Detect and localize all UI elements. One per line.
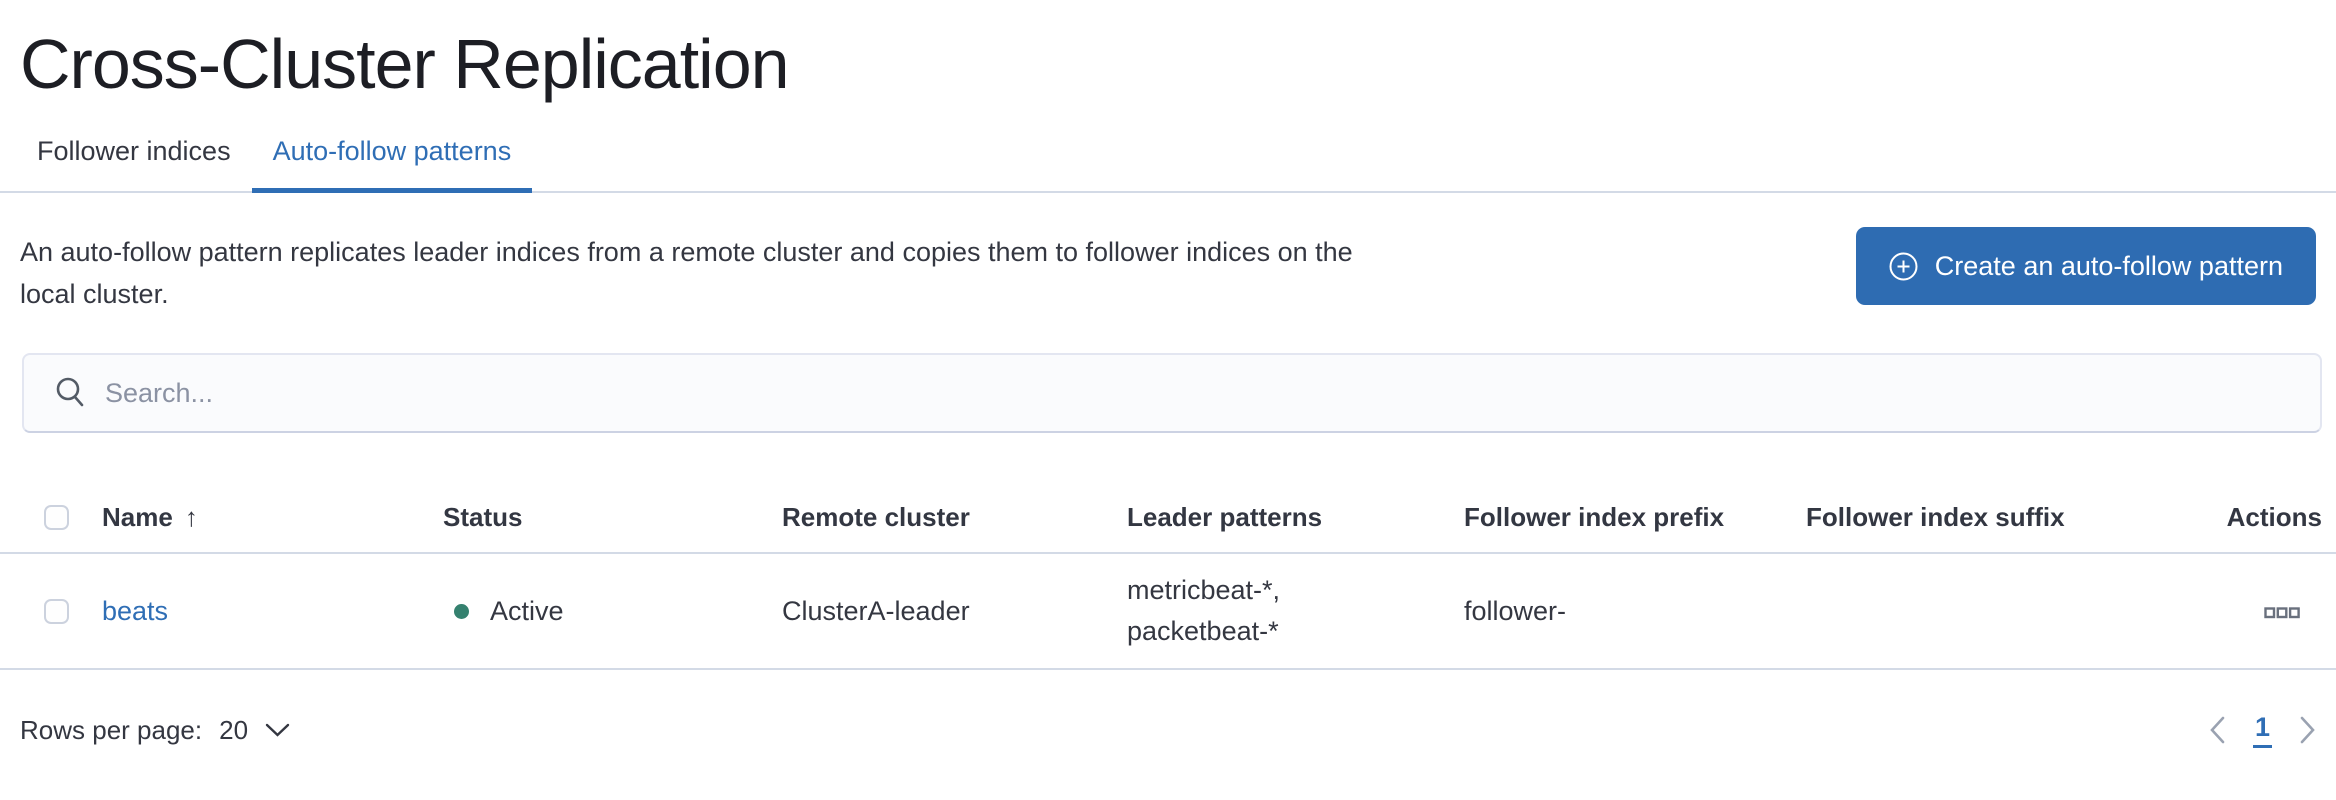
table-footer: Rows per page: 20 1: [0, 694, 2336, 766]
search-input[interactable]: [105, 355, 2320, 431]
select-all-checkbox[interactable]: [44, 505, 69, 530]
row-actions-cell: [2136, 596, 2336, 627]
plus-in-circle-icon: [1889, 252, 1918, 280]
tab-bar: Follower indices Auto-follow patterns: [0, 136, 2336, 193]
table-header-row: Name ↑ Status Remote cluster Leader patt…: [0, 483, 2336, 554]
all-actions-button[interactable]: [2264, 596, 2300, 627]
chevron-down-icon: [265, 723, 290, 737]
column-header-name[interactable]: Name ↑: [102, 502, 443, 533]
description-line-1: An auto-follow pattern replicates leader…: [20, 237, 1353, 267]
leader-pattern-1: metricbeat-*,: [1127, 575, 1281, 605]
column-header-leader-patterns: Leader patterns: [1127, 502, 1323, 532]
row-checkbox-cell: [44, 598, 102, 624]
rows-per-page-label: Rows per page:: [20, 714, 203, 745]
row-follower-index-prefix-cell: follower-: [1464, 595, 1567, 626]
row-status-cell: Active: [443, 596, 782, 627]
row-remote-cluster-cell: ClusterA-leader: [782, 595, 970, 626]
row-name-cell: beats: [102, 596, 443, 627]
table-header-checkbox-cell: [44, 505, 102, 530]
leader-pattern-2: packetbeat-*: [1127, 616, 1279, 646]
chevron-left-icon: [2210, 716, 2225, 744]
page-number-1[interactable]: 1: [2252, 712, 2272, 748]
row-checkbox[interactable]: [44, 598, 69, 624]
row-leader-patterns-cell: metricbeat-*, packetbeat-*: [1127, 570, 1464, 652]
rows-per-page-control[interactable]: Rows per page: 20: [20, 715, 290, 746]
status-active-dot-icon: [454, 603, 469, 619]
page-description: An auto-follow pattern replicates leader…: [20, 231, 1353, 315]
create-button-label: Create an auto-follow pattern: [1934, 250, 2283, 281]
column-header-name-label: Name: [102, 502, 173, 532]
column-header-status: Status: [443, 502, 523, 532]
sort-ascending-icon: ↑: [184, 502, 198, 532]
page-title: Cross-Cluster Replication: [20, 25, 790, 103]
column-header-follower-index-prefix: Follower index prefix: [1464, 502, 1725, 532]
previous-page-button[interactable]: [2209, 716, 2226, 744]
tab-auto-follow-patterns[interactable]: Auto-follow patterns: [251, 136, 533, 193]
column-header-follower-index-suffix: Follower index suffix: [1806, 502, 2065, 532]
next-page-button[interactable]: [2299, 716, 2316, 744]
create-auto-follow-pattern-button[interactable]: Create an auto-follow pattern: [1855, 227, 2316, 305]
table-row: beats Active ClusterA-leader metricbeat-…: [0, 554, 2336, 670]
search-icon: [56, 377, 84, 407]
status-label: Active: [490, 595, 564, 626]
column-header-remote-cluster: Remote cluster: [782, 502, 970, 532]
description-line-2: local cluster.: [20, 279, 169, 309]
pagination: 1: [2209, 712, 2316, 748]
column-header-actions: Actions: [2226, 502, 2322, 532]
pattern-name-link[interactable]: beats: [102, 595, 169, 626]
tab-follower-indices[interactable]: Follower indices: [37, 136, 231, 166]
search-bar: [22, 353, 2322, 433]
chevron-right-icon: [2300, 716, 2315, 744]
intro-row: An auto-follow pattern replicates leader…: [20, 227, 2316, 315]
rows-per-page-value: 20: [219, 714, 249, 745]
boxes-horizontal-icon: [2264, 606, 2300, 618]
